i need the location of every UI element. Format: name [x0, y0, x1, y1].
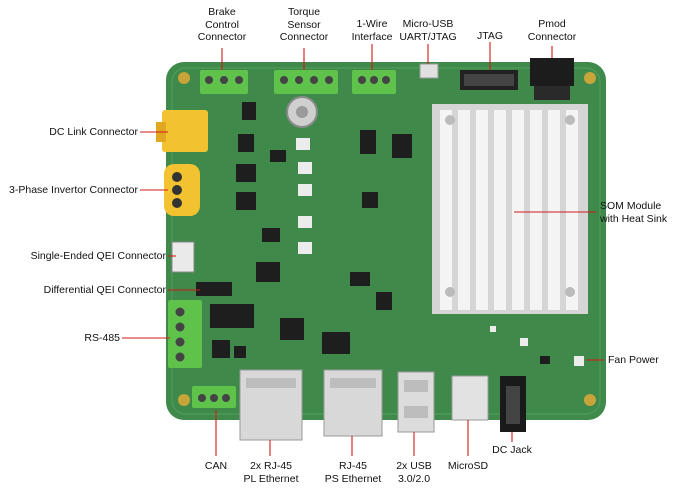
white-components: [296, 138, 584, 366]
capacitor-top: [296, 106, 308, 118]
dc-link-connector: [156, 110, 208, 152]
heat-sink: [432, 104, 588, 314]
pmod-header: [530, 58, 574, 100]
label-can: CAN: [204, 460, 228, 472]
mounting-hole: [584, 394, 596, 406]
torque-connector: [274, 70, 338, 94]
micro-usb-port: [419, 63, 439, 79]
rj45-ps-port: [323, 369, 383, 437]
label-fan-power: Fan Power: [608, 354, 659, 366]
label-jtag: JTAG: [476, 30, 504, 42]
label-ps-ethernet: RJ-45 PS Ethernet: [324, 460, 382, 485]
mounting-hole: [584, 72, 596, 84]
can-connector: [192, 386, 236, 408]
label-usb: 2x USB 3.0/2.0: [396, 460, 432, 485]
label-microsd: MicroSD: [447, 460, 489, 472]
chips: [210, 102, 550, 364]
label-som-module-heat-sink: SOM Module with Heat Sink: [600, 200, 668, 225]
label-dc-link-connector: DC Link Connector: [49, 126, 138, 138]
single-ended-qei-connector: [171, 241, 195, 273]
label-pmod-connector: Pmod Connector: [527, 18, 577, 43]
mounting-hole: [178, 394, 190, 406]
rs485-connector: [168, 300, 202, 368]
label-three-phase-invertor-connector: 3-Phase Invertor Connector: [9, 184, 138, 196]
label-single-ended-qei-connector: Single-Ended QEI Connector: [30, 250, 166, 262]
brake-connector: [200, 70, 248, 94]
label-rs485: RS-485: [84, 332, 120, 344]
label-onewire-interface: 1-Wire Interface: [351, 18, 393, 43]
differential-qei-connector: [196, 282, 232, 296]
leader-lines: [122, 42, 604, 456]
jtag-header: [460, 70, 518, 90]
label-torque-sensor-connector: Torque Sensor Connector: [279, 6, 329, 43]
label-pl-ethernet: 2x RJ-45 PL Ethernet: [243, 460, 299, 485]
rj45-pl-ports: [239, 369, 303, 441]
dc-jack: [500, 376, 526, 432]
label-differential-qei-connector: Differential QEI Connector: [43, 284, 166, 296]
mounting-hole: [178, 72, 190, 84]
three-phase-connector: [164, 164, 200, 216]
onewire-connector: [352, 70, 396, 94]
label-micro-usb-uart-jtag: Micro-USB UART/JTAG: [399, 18, 457, 43]
label-dc-jack: DC Jack: [492, 444, 532, 456]
pcb-edge: [171, 67, 601, 415]
microsd-slot: [451, 375, 489, 421]
usb-ports: [397, 371, 435, 433]
label-brake-control-connector: Brake Control Connector: [197, 6, 247, 43]
